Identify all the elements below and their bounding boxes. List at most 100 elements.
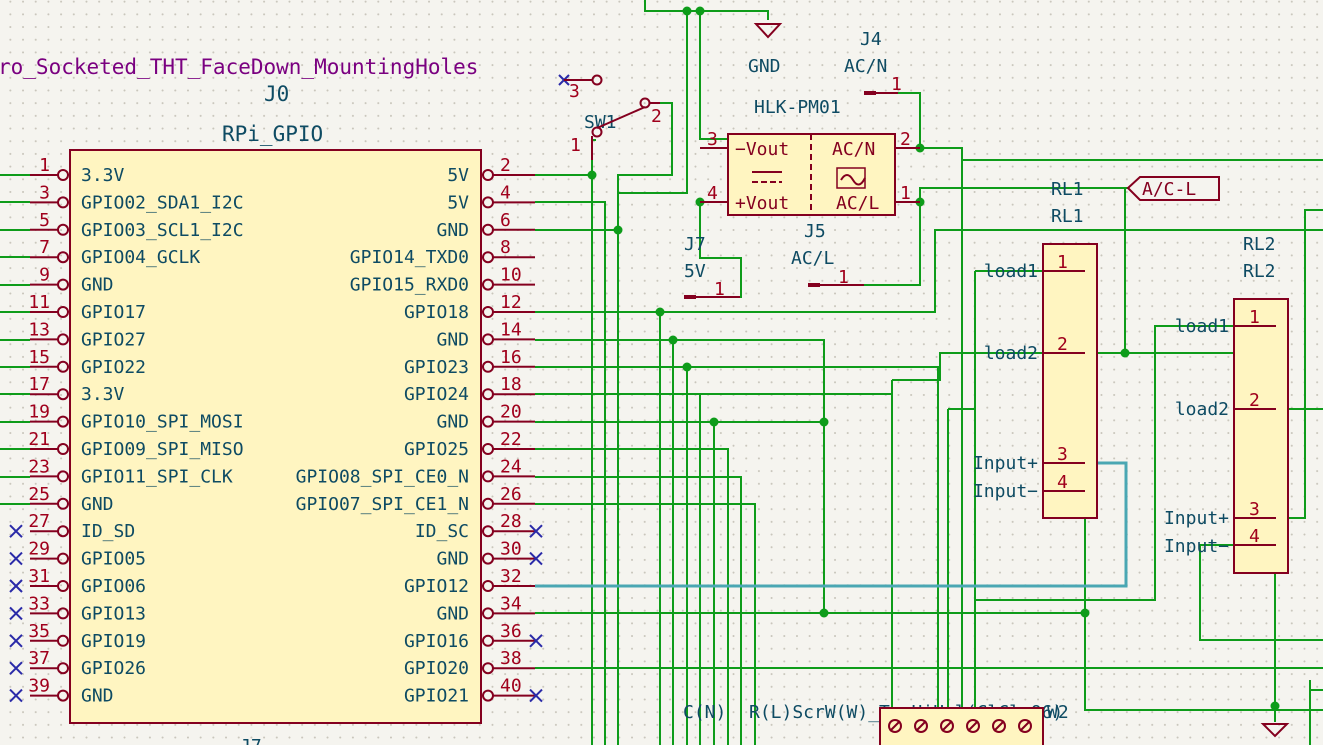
- j0-pin-34[interactable]: 34 GND: [436, 593, 535, 624]
- pin-number: 21: [28, 429, 50, 450]
- rl1-pin1: 1: [1057, 252, 1068, 273]
- rl1-relay[interactable]: RL1 RL1 1 2 3 4 load1 load2 Input+ Input…: [973, 179, 1098, 519]
- sw1-pin3: 3: [569, 81, 580, 102]
- gnd-power-symbol[interactable]: GND: [748, 23, 783, 77]
- hlk-pm01-module[interactable]: HLK-PM01 −Vout +Vout AC/N AC/L 3 4 2 1: [700, 97, 920, 216]
- pin-name: GND: [436, 220, 469, 241]
- hlk-pos-vout-label: +Vout: [735, 193, 789, 214]
- pin-inverted-dot: [482, 196, 494, 209]
- global-label-acl[interactable]: A/C-L: [1126, 176, 1220, 201]
- pin-number: 37: [28, 648, 50, 669]
- pin-number: 13: [28, 319, 50, 340]
- pin-inverted-dot: [57, 251, 69, 264]
- pin-inverted-dot: [482, 552, 494, 565]
- pin-number: 34: [500, 593, 522, 614]
- pin-number: 38: [500, 648, 522, 669]
- pin-inverted-dot: [482, 580, 494, 592]
- pin-name: GPIO03_SCL1_I2C: [81, 220, 244, 241]
- pin-inverted-dot: [482, 470, 494, 483]
- j0-pin-28[interactable]: 28 ID_SC: [415, 511, 543, 542]
- pin-name: GND: [436, 549, 469, 570]
- pin-inverted-dot: [482, 251, 494, 264]
- j4-connector[interactable]: J4 AC/N 1: [844, 29, 902, 95]
- pin-inverted-dot: [482, 388, 494, 401]
- rl2-relay[interactable]: RL2 RL2 1 2 3 4 load1 load2 Input+ Input…: [1164, 234, 1289, 574]
- sw1-switch[interactable]: 3 SW1 2 1: [558, 74, 662, 160]
- pin-name: GPIO08_SPI_CE0_N: [296, 466, 469, 487]
- pin-inverted-dot: [482, 306, 494, 318]
- rl2-pin1-name: load1: [1175, 316, 1229, 337]
- pin-name: GPIO16: [404, 631, 469, 652]
- pin-number: 16: [500, 347, 522, 368]
- screw-terminal-area[interactable]: C(N) R(L)ScrW(W)_TerHiHal(ClCloQ6) W2 J7: [240, 702, 1069, 745]
- pin-number: 30: [500, 539, 522, 560]
- left-offpage-wires: [0, 174, 30, 505]
- j0-rpi-gpio-symbol[interactable]: ro_Socketed_THT_FaceDown_MountingHoles J…: [0, 55, 543, 724]
- pin-number: 32: [500, 566, 522, 587]
- hlk-ref: HLK-PM01: [754, 97, 841, 118]
- pin-inverted-dot: [482, 278, 494, 291]
- rl1-value: RL1: [1051, 206, 1084, 227]
- hlk-pin1: 1: [900, 183, 911, 204]
- pin-name: GND: [81, 275, 114, 296]
- pin-inverted-dot: [57, 689, 69, 702]
- j7-connector[interactable]: J7 5V 1: [684, 234, 740, 300]
- pin-name: GPIO02_SDA1_I2C: [81, 192, 244, 213]
- pin-name: GPIO18: [404, 302, 469, 323]
- pin-name: GPIO20: [404, 658, 469, 679]
- sw1-lever: [596, 106, 646, 129]
- pin-inverted-dot: [57, 662, 69, 675]
- pin-inverted-dot: [57, 525, 69, 538]
- pin-name: GND: [436, 603, 469, 624]
- pin-name: ID_SC: [415, 521, 469, 542]
- j0-pin-4[interactable]: 45V: [447, 182, 535, 213]
- pin-inverted-dot: [482, 169, 494, 181]
- gnd-symbol-bottom: [1260, 706, 1290, 738]
- pin-number: 28: [500, 511, 522, 532]
- j0-pin-38[interactable]: 38 GPIO20: [404, 648, 535, 679]
- pin-name: 3.3V: [81, 165, 125, 186]
- pin-name: GPIO26: [81, 658, 146, 679]
- j0-pin-37[interactable]: 37 GPIO26: [9, 648, 146, 679]
- j5-connector[interactable]: J5 AC/L 1: [791, 221, 864, 288]
- pin-inverted-dot: [482, 497, 494, 510]
- j0-pin-30[interactable]: 30 GND: [436, 539, 543, 570]
- sw1-ref: SW1: [584, 112, 617, 133]
- j4-value: AC/N: [844, 56, 887, 77]
- j0-pin-2[interactable]: 25V: [447, 155, 535, 186]
